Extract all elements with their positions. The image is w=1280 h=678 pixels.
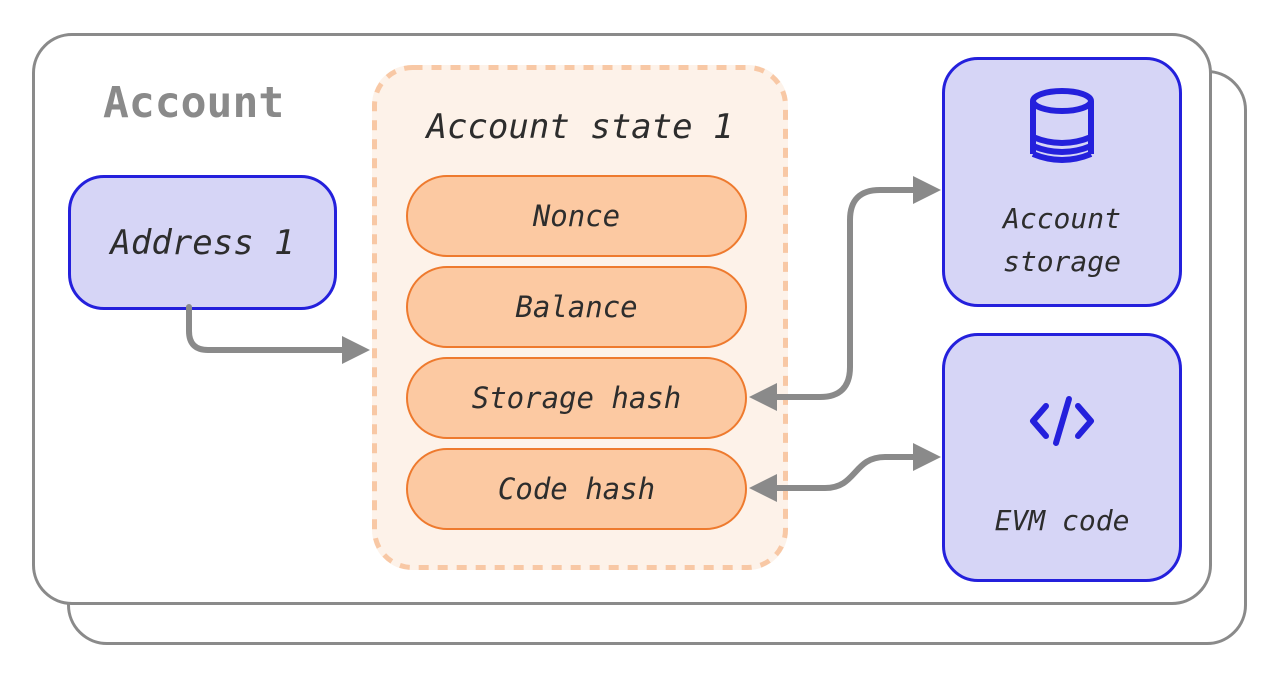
code-icon: [1030, 396, 1094, 446]
storage-hash-field-label: Storage hash: [471, 381, 682, 415]
storage-hash-field: Storage hash: [406, 357, 747, 439]
account-state-box: Account state 1 Nonce Balance Storage ha…: [372, 65, 788, 570]
balance-field-label: Balance: [515, 290, 638, 324]
address-box: Address 1: [68, 175, 337, 310]
account-state-title: Account state 1: [426, 107, 734, 147]
code-hash-field: Code hash: [406, 448, 747, 530]
account-storage-label-line1: Account: [1002, 202, 1121, 235]
account-container-title: Account: [103, 78, 285, 128]
address-box-label: Address 1: [110, 222, 295, 263]
balance-field: Balance: [406, 266, 747, 348]
nonce-field: Nonce: [406, 175, 747, 257]
evm-code-label: EVM code: [994, 504, 1130, 537]
nonce-field-label: Nonce: [532, 199, 621, 233]
account-storage-box: Account storage: [942, 57, 1182, 307]
account-storage-label: Account storage: [945, 197, 1179, 283]
evm-code-box: EVM code: [942, 333, 1182, 582]
account-storage-label-line2: storage: [1002, 245, 1121, 278]
database-icon: [1030, 88, 1094, 163]
code-hash-field-label: Code hash: [497, 472, 656, 506]
